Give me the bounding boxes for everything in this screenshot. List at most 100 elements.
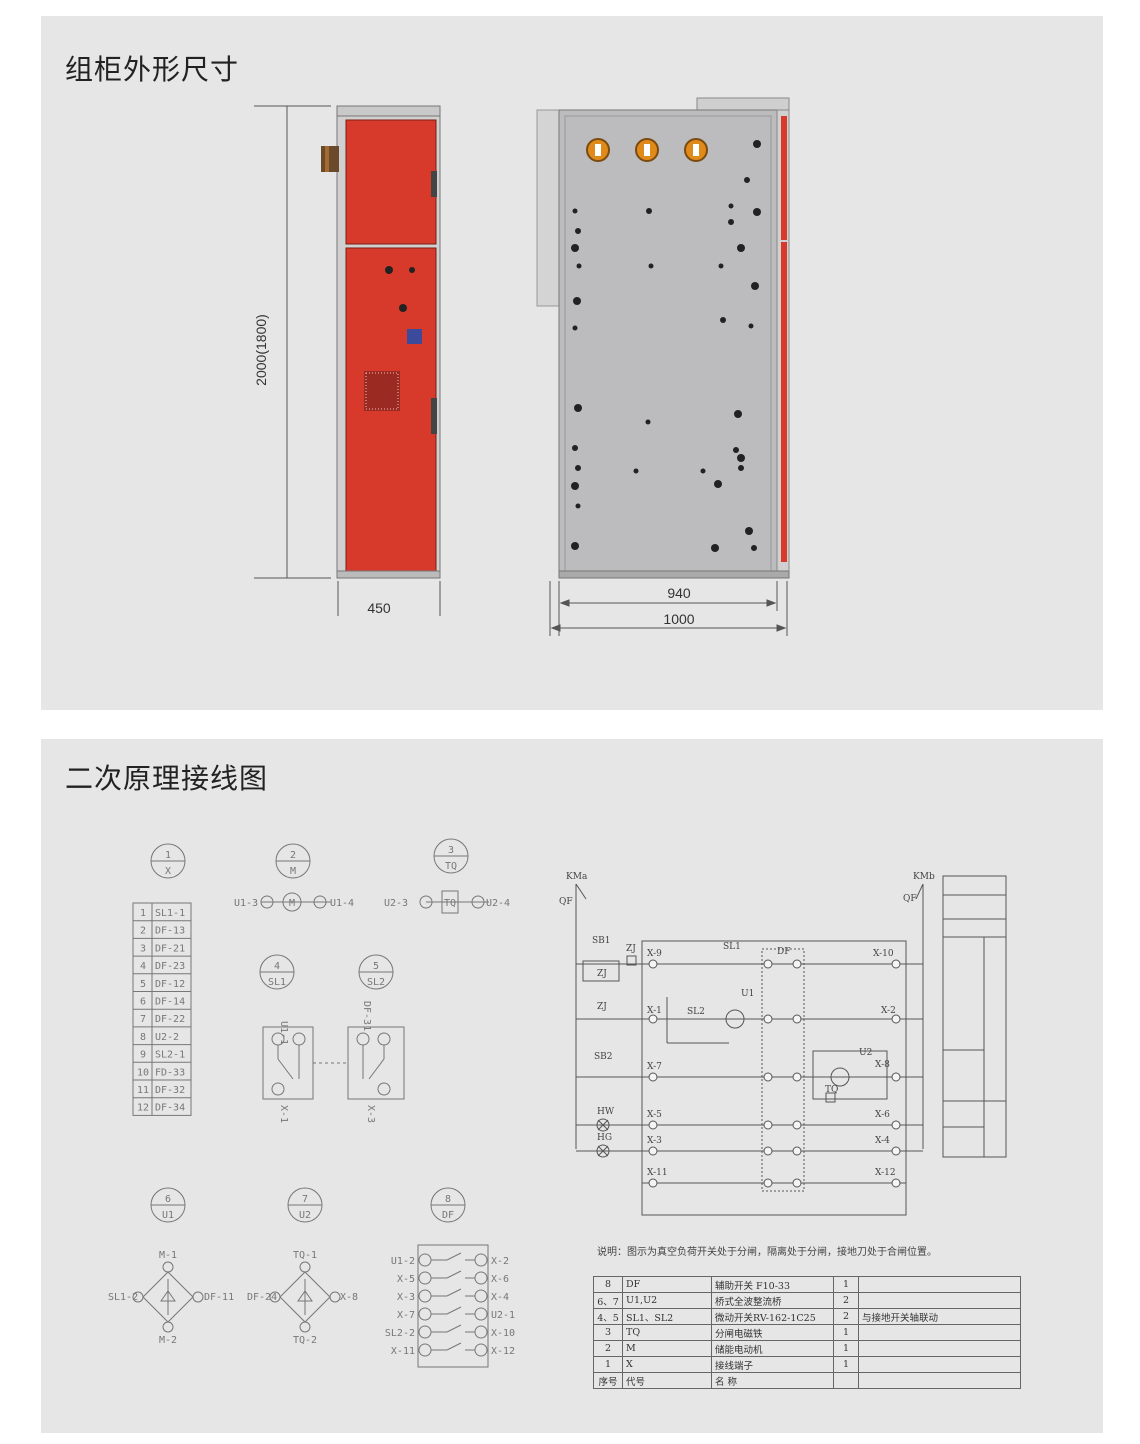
parts-cell: 1 xyxy=(833,1340,859,1357)
symbol-8-code: DF xyxy=(442,1210,454,1221)
terminal-row-num: 6 xyxy=(140,997,146,1008)
label-sl2: SL2 xyxy=(687,1007,705,1017)
terminal-row-num: 1 xyxy=(140,908,146,919)
parts-cell: 代号 xyxy=(622,1372,712,1389)
parts-cell: DF xyxy=(622,1276,712,1293)
symbol-6-num: 6 xyxy=(165,1194,171,1205)
parts-cell: 8 xyxy=(593,1276,623,1293)
label-kma: KMa xyxy=(566,872,588,882)
terminal-row-label: DF-12 xyxy=(155,979,185,990)
df-left-label: SL2-2 xyxy=(385,1328,415,1339)
label-x12: X-12 xyxy=(875,1168,896,1178)
terminal-row-num: 2 xyxy=(140,926,146,937)
parts-cell: 分闸电磁铁 xyxy=(711,1324,834,1341)
label-x6: X-6 xyxy=(875,1110,890,1120)
symbol-7-code: U2 xyxy=(299,1210,311,1221)
label-u1-bottom: M-2 xyxy=(159,1335,177,1346)
label-sl2-df31: DF-31 xyxy=(361,1001,372,1031)
parts-cell: 桥式全波整流桥 xyxy=(711,1292,834,1309)
parts-cell xyxy=(858,1372,1021,1389)
label-sb1: SB1 xyxy=(592,936,611,946)
height-dimension-label: 2000(1800) xyxy=(253,314,269,386)
schematic-terminals xyxy=(648,959,901,1188)
label-tq: TQ xyxy=(444,898,456,909)
label-u1-3: U1-3 xyxy=(234,898,258,909)
label-u1-left: SL1-2 xyxy=(108,1292,138,1303)
df-left-label: X-7 xyxy=(397,1310,415,1321)
symbol-7-num: 7 xyxy=(302,1194,308,1205)
label-u2-4: U2-4 xyxy=(486,898,510,909)
df-right-label: X-4 xyxy=(491,1292,509,1303)
df-right-label: X-12 xyxy=(491,1346,515,1357)
label-df: DF xyxy=(777,947,790,957)
front-view xyxy=(321,105,441,579)
label-qf-right: QF xyxy=(903,894,917,904)
parts-cell: 名 称 xyxy=(711,1372,834,1389)
label-u2: U2 xyxy=(859,1048,872,1058)
label-u2-right: X-8 xyxy=(340,1292,358,1303)
symbol-4-num: 4 xyxy=(274,961,280,972)
label-sl1-x1: X-1 xyxy=(278,1105,289,1123)
terminal-row-label: DF-13 xyxy=(155,926,185,937)
terminal-row-num: 12 xyxy=(137,1103,149,1114)
terminal-row-num: 7 xyxy=(140,1014,146,1025)
df-left-label: U1-2 xyxy=(391,1256,415,1267)
front-width-label: 450 xyxy=(367,600,391,616)
terminal-row-label: DF-22 xyxy=(155,1014,185,1025)
label-zj2: ZJ xyxy=(597,969,607,979)
label-x8: X-8 xyxy=(875,1060,890,1070)
symbol-6-code: U1 xyxy=(162,1210,174,1221)
parts-cell: 4、5 xyxy=(593,1308,623,1325)
parts-cell: 1 xyxy=(833,1324,859,1341)
label-u1-top: M-1 xyxy=(159,1250,177,1261)
label-u1-4: U1-4 xyxy=(330,898,354,909)
df-left-label: X-11 xyxy=(391,1346,415,1357)
parts-cell: TQ xyxy=(622,1324,712,1341)
front-width-dimension xyxy=(337,581,441,616)
terminal-row-label: DF-34 xyxy=(155,1103,185,1114)
label-sb2: SB2 xyxy=(594,1052,613,1062)
total-width-label: 1000 xyxy=(663,611,694,627)
terminal-row-label: SL1-1 xyxy=(155,908,185,919)
label-u1: U1 xyxy=(741,989,754,999)
right-side-frame xyxy=(942,875,1007,1158)
label-hw: HW xyxy=(597,1107,615,1117)
symbol-2-code: M xyxy=(290,866,296,877)
parts-cell: 接线端子 xyxy=(711,1356,834,1373)
parts-cell xyxy=(858,1276,1021,1293)
parts-cell: 与接地开关轴联动 xyxy=(858,1308,1021,1325)
label-sl1: SL1 xyxy=(723,942,741,952)
label-u2-left: DF-24 xyxy=(247,1292,277,1303)
parts-cell xyxy=(858,1356,1021,1373)
symbol-3-num: 3 xyxy=(448,845,454,856)
terminal-row-num: 10 xyxy=(137,1067,149,1078)
inner-width-label: 940 xyxy=(667,585,691,601)
parts-cell: 辅助开关 F10-33 xyxy=(711,1276,834,1293)
symbol-4-code: SL1 xyxy=(268,977,286,988)
terminal-row-num: 8 xyxy=(140,1032,146,1043)
label-u2-bottom: TQ-2 xyxy=(293,1335,317,1346)
label-x5: X-5 xyxy=(647,1110,662,1120)
section-title-wiring: 二次原理接线图 xyxy=(65,762,269,795)
diagram-note: 说明：图示为真空负荷开关处于分闸，隔离处于分闸，接地刀处于合闸位置。 xyxy=(597,1247,937,1258)
label-sl2-x3: X-3 xyxy=(365,1105,376,1123)
side-width-dimensions xyxy=(549,581,788,636)
label-m: M xyxy=(289,898,295,909)
terminal-row-label: U2-2 xyxy=(155,1032,179,1043)
terminal-row-label: DF-23 xyxy=(155,961,185,972)
height-dimension xyxy=(254,105,331,579)
symbol-5-code: SL2 xyxy=(367,977,385,988)
label-x4: X-4 xyxy=(875,1136,890,1146)
label-sl1-u1: U1-1 xyxy=(278,1021,289,1045)
terminal-row-num: 4 xyxy=(140,961,146,972)
terminal-row-label: SL2-1 xyxy=(155,1050,185,1061)
label-x11: X-11 xyxy=(647,1168,668,1178)
terminal-row-num: 5 xyxy=(140,979,146,990)
outline-dimensions-panel: 组柜外形尺寸 2000(1800) xyxy=(41,16,1103,710)
df-left-label: X-5 xyxy=(397,1274,415,1285)
